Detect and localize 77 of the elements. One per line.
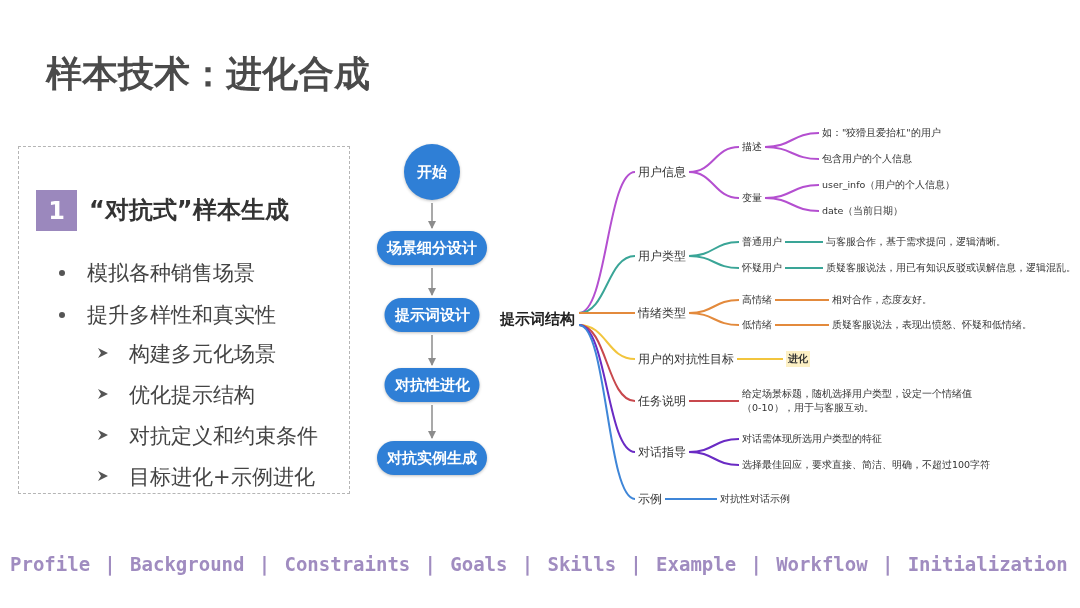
bullet-text: 优化提示结构 [129,382,255,408]
footer-label: Profile [10,553,91,575]
highlighted-text: 进化 [786,351,810,367]
process-pill: 对抗性进化 [384,368,480,402]
branch-line [784,267,824,269]
bullet-text: 模拟各种销售场景 [87,260,255,286]
footer-label: | [750,553,762,575]
process-pill: 对抗实例生成 [377,441,487,475]
process-pill: 提示词设计 [384,298,480,332]
footer-label: Goals [450,553,508,575]
branch-label: 对话指导 [638,444,686,460]
footer-label: | [881,553,894,575]
arrow [428,334,436,366]
branch-label: 用户信息 [638,164,686,180]
branch-label: 示例 [638,491,662,507]
footer-label: Example [656,553,737,575]
leaf-text: 对抗性对话示例 [720,492,790,506]
footer-label: | [258,553,271,575]
branch-label: 用户的对抗性目标 [638,351,734,367]
branch-label: 任务说明 [638,393,686,409]
branch-line [578,171,636,314]
number-badge: 1 [36,190,77,231]
start-circle: 开始 [404,144,460,200]
root-topic: 提示词结构 [500,309,575,329]
branch-line [764,146,820,160]
footer-label: Constraints [284,553,411,575]
branch-line [578,312,636,314]
footer-label: Initialization [907,553,1068,575]
bullet-text: 提升多样性和真实性 [87,302,276,328]
leaf-text: 包含用户的个人信息 [822,152,912,166]
sub-branch-label: 低情绪 [742,318,772,332]
footer-label: | [521,553,534,575]
branch-line [784,241,824,243]
branch-line [774,299,830,301]
branch-line [764,197,820,212]
arrow [428,267,436,296]
process-pill: 场景细分设计 [377,231,487,265]
leaf-text: 质疑客服说法，用已有知识反驳或误解信息，逻辑混乱。 [826,261,1076,275]
sub-branch-label: 变量 [742,191,762,205]
leaf-text: 如："狡猾且爱抬杠"的用户 [822,126,941,140]
sub-branch-label: 怀疑用户 [742,261,782,275]
leaf-text: 给定场景标题，随机选择用户类型，设定一个情绪值（0-10），用于与客服互动。 [742,387,987,415]
footer-label: | [424,553,436,575]
footer-label: Skills [547,553,617,575]
branch-label: 用户类型 [638,248,686,264]
slide-title: 样本技术：进化合成 [46,52,370,96]
leaf-text: user_info（用户的个人信息） [822,178,956,192]
content-panel [18,146,350,494]
leaf-text: date（当前日期） [822,204,904,218]
branch-line [688,255,740,269]
bullet-text: 对抗定义和约束条件 [129,423,318,449]
sub-branch-label: 普通用户 [742,235,782,249]
branch-line [688,312,740,326]
footer-label: Workflow [776,553,868,575]
branch-line [688,451,740,466]
arrow [428,404,436,439]
branch-line [774,324,830,326]
arrow [428,202,436,229]
leaf-text: 与客服合作，基于需求提问，逻辑清晰。 [826,235,1006,249]
sub-branch-label: 高情绪 [742,293,772,307]
leaf-text: 质疑客服说法，表现出愤怒、怀疑和低情绪。 [832,318,1032,332]
branch-line [664,498,718,500]
branch-line [578,324,636,500]
leaf-text: 选择最佳回应，要求直接、简洁、明确，不超过100字符 [742,458,991,472]
branch-line [688,400,740,402]
section-heading: “对抗式”样本生成 [89,195,289,226]
bullet-text: 目标进化+示例进化 [129,464,315,490]
leaf-text: 对话需体现所选用户类型的特征 [742,432,882,446]
branch-label: 情绪类型 [638,305,686,321]
footer-label: | [630,553,642,575]
sub-branch-label: 描述 [742,140,762,154]
branch-line [736,358,784,360]
footer-label: Background [130,553,245,575]
leaf-text: 相对合作，态度友好。 [832,293,932,307]
footer-label: | [104,553,116,575]
branch-line [688,171,740,199]
bullet-text: 构建多元化场景 [129,341,276,367]
